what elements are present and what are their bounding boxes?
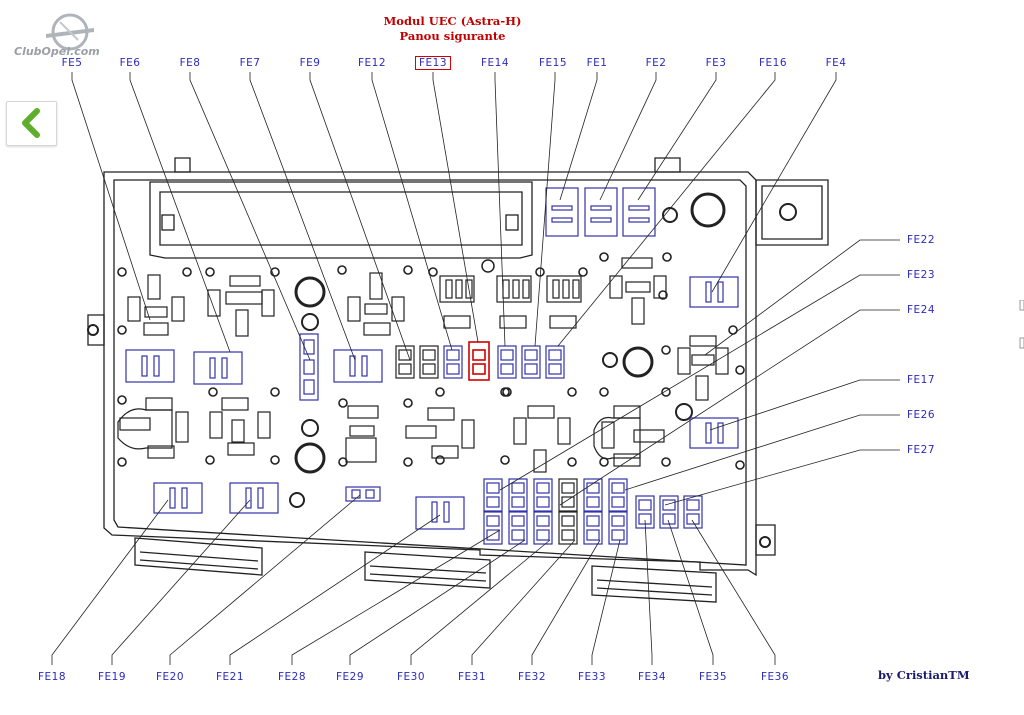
mini-fuses-middle [395, 341, 565, 381]
mini-fuse [508, 511, 528, 545]
mini-fuse [583, 511, 603, 545]
diagram-title: Modul UEC (Astra-H) [383, 14, 522, 28]
label-fe32: FE32 [517, 671, 547, 683]
diagram-subtitle: Panou sigurante [399, 29, 506, 43]
chevron-left-icon [22, 108, 40, 138]
mini-fuse-blade [486, 529, 500, 541]
label-fe26: FE26 [907, 409, 936, 421]
label-fe3: FE3 [705, 57, 727, 69]
mini-fuse-blade [586, 529, 600, 541]
label-fe2: FE2 [645, 57, 667, 69]
mini-fuse-blade [561, 529, 575, 541]
mini-fuse-blade [561, 482, 575, 494]
mini-fuse-blade [586, 482, 600, 494]
relay-sockets [119, 257, 729, 473]
label-fe14: FE14 [480, 57, 510, 69]
mini-fuse-blade [536, 529, 550, 541]
label-fe33: FE33 [577, 671, 607, 683]
mini-fuse-blade [486, 496, 500, 508]
mini-fuse-blade [611, 515, 625, 527]
mounting-holes [87, 192, 797, 548]
label-fe8: FE8 [179, 57, 201, 69]
label-fe34: FE34 [637, 671, 667, 683]
mini-fuse [608, 511, 628, 545]
label-fe23: FE23 [907, 269, 936, 281]
label-fe13-highlighted: FE13 [414, 56, 452, 70]
label-fe21: FE21 [215, 671, 245, 683]
label-fe36: FE36 [760, 671, 790, 683]
mini-fuse-blade [511, 496, 525, 508]
mini-fuse [608, 478, 628, 512]
label-fe7: FE7 [239, 57, 261, 69]
back-button[interactable] [6, 101, 57, 146]
mini-fuse-blade [586, 515, 600, 527]
label-fe29: FE29 [335, 671, 365, 683]
mini-fuse-blade [536, 515, 550, 527]
mini-fuse-blade [611, 482, 625, 494]
mini-fuse-blade [536, 496, 550, 508]
relay-bodies [117, 408, 641, 460]
label-fe17: FE17 [907, 374, 936, 386]
mini-fuse-blade [611, 529, 625, 541]
label-fe31: FE31 [457, 671, 487, 683]
mini-fuse [558, 511, 578, 545]
mini-fuse-blade [511, 529, 525, 541]
mini-fuse-blade [611, 496, 625, 508]
mini-fuse [533, 511, 553, 545]
mini-fuse [483, 478, 503, 512]
mini-fuse [483, 511, 503, 545]
mini-fuse-blade [561, 515, 575, 527]
label-fe9: FE9 [299, 57, 321, 69]
mini-fuse-blade [511, 515, 525, 527]
label-fe15: FE15 [538, 57, 568, 69]
label-fe22: FE22 [907, 234, 936, 246]
mini-fuse-blade [561, 496, 575, 508]
highlighted-fuse-fe13 [468, 341, 490, 381]
clubopel-logo [46, 13, 94, 51]
label-fe6: FE6 [119, 57, 141, 69]
mini-fuses-bottom [483, 478, 703, 545]
mini-fuse [533, 478, 553, 512]
mini-fuse-blade [586, 496, 600, 508]
mini-fuse-blade [486, 482, 500, 494]
author-credit: by CristianTM [878, 668, 970, 682]
mini-fuse [583, 478, 603, 512]
label-fe20: FE20 [155, 671, 185, 683]
label-fe24: FE24 [907, 304, 936, 316]
fuse-box-housing [87, 157, 829, 603]
label-fe1: FE1 [586, 57, 608, 69]
label-fe28: FE28 [277, 671, 307, 683]
label-fe12: FE12 [357, 57, 387, 69]
logo-text: ClubOpel.com [14, 45, 100, 58]
label-fe16: FE16 [758, 57, 788, 69]
label-fe18: FE18 [37, 671, 67, 683]
mini-fuse-blade [486, 515, 500, 527]
leader-lines [51, 72, 900, 665]
mini-fuse [558, 478, 578, 512]
label-fe35: FE35 [698, 671, 728, 683]
maxi-fuses [125, 187, 739, 530]
label-fe4: FE4 [825, 57, 847, 69]
label-fe27: FE27 [907, 444, 936, 456]
mini-fuse-blade [536, 482, 550, 494]
label-fe19: FE19 [97, 671, 127, 683]
page-edge-marks [1019, 300, 1024, 349]
label-fe30: FE30 [396, 671, 426, 683]
mini-fuse-blade [511, 482, 525, 494]
label-fe5: FE5 [61, 57, 83, 69]
